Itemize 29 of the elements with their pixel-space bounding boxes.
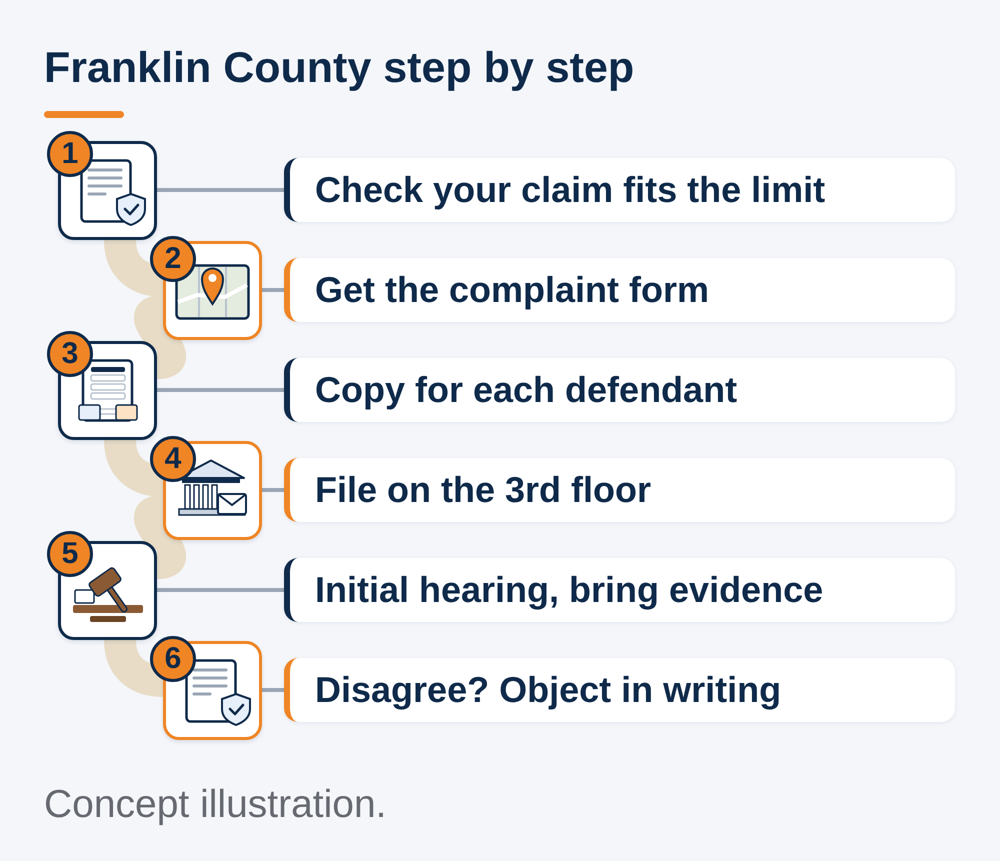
step-text: Check your claim fits the limit <box>315 172 826 208</box>
step-text: Disagree? Object in writing <box>315 672 782 708</box>
step-card <box>284 158 955 222</box>
number-badge: 3 <box>47 331 93 377</box>
title: Franklin County step by step <box>44 47 634 90</box>
step-card <box>284 258 955 322</box>
step-text: File on the 3rd floor <box>315 472 652 508</box>
connector-line <box>262 488 284 492</box>
winding-path-band <box>104 639 164 697</box>
number-badge: 2 <box>150 236 196 282</box>
number-badge: 1 <box>47 131 93 177</box>
connector-line <box>262 688 284 692</box>
number-badge: 4 <box>150 436 196 482</box>
step-text: Get the complaint form <box>315 272 710 308</box>
number-badge: 5 <box>47 531 93 577</box>
step-card <box>284 658 955 722</box>
connector-line <box>262 288 284 292</box>
step-card <box>284 458 955 522</box>
connector-line <box>157 388 284 392</box>
step-card <box>284 358 955 422</box>
step-card <box>284 558 955 622</box>
winding-path-band <box>104 239 164 297</box>
connector-line <box>157 188 284 192</box>
number-badge: 6 <box>150 636 196 682</box>
winding-path-band <box>104 439 164 497</box>
connector-line <box>157 588 284 592</box>
step-text: Copy for each defendant <box>315 372 738 408</box>
caption: Concept illustration. <box>44 785 387 824</box>
step-text: Initial hearing, bring evidence <box>315 572 824 608</box>
